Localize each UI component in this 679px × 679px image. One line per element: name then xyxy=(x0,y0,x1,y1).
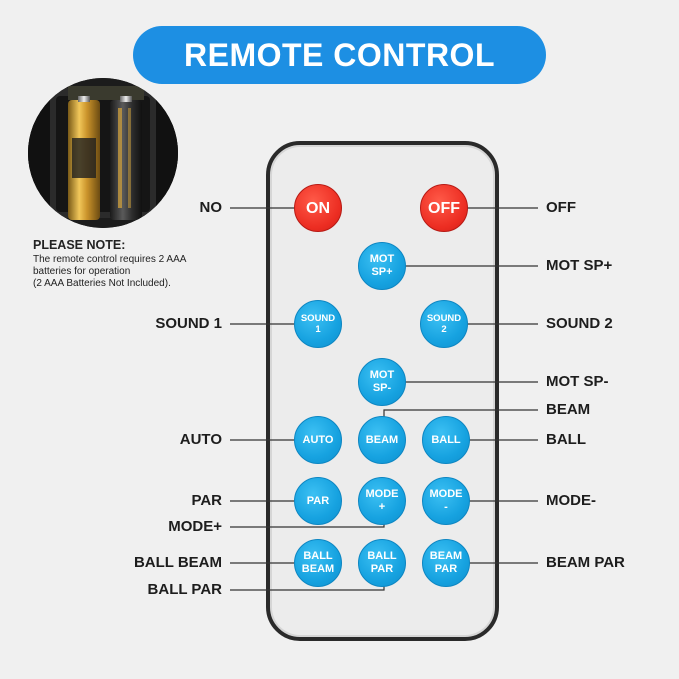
mode-plus-button[interactable]: MODE + xyxy=(358,477,406,525)
label-mot-sp-plus: MOT SP+ xyxy=(546,257,613,274)
beam-par-button[interactable]: BEAM PAR xyxy=(422,539,470,587)
label-mode-plus: MODE+ xyxy=(168,518,222,535)
off-button[interactable]: OFF xyxy=(420,184,468,232)
sound-1-button[interactable]: SOUND 1 xyxy=(294,300,342,348)
label-auto: AUTO xyxy=(179,431,222,448)
on-button[interactable]: ON xyxy=(294,184,342,232)
label-par: PAR xyxy=(191,492,222,509)
sound-2-button[interactable]: SOUND 2 xyxy=(420,300,468,348)
battery-icon xyxy=(28,78,178,228)
please-note: PLEASE NOTE: The remote control requires… xyxy=(33,238,233,290)
label-no: NO xyxy=(199,199,223,216)
auto-button[interactable]: AUTO xyxy=(294,416,342,464)
beam-button[interactable]: BEAM xyxy=(358,416,406,464)
label-beam: BEAM xyxy=(546,401,591,418)
mode-minus-button[interactable]: MODE - xyxy=(422,477,470,525)
label-sound-2: SOUND 2 xyxy=(546,315,613,332)
ball-button[interactable]: BALL xyxy=(422,416,470,464)
battery-compartment-photo xyxy=(28,78,178,228)
mot-sp-plus-button[interactable]: MOT SP+ xyxy=(358,242,406,290)
label-off: OFF xyxy=(546,199,576,216)
note-title: PLEASE NOTE: xyxy=(33,238,126,252)
ball-par-button[interactable]: BALL PAR xyxy=(358,539,406,587)
note-text: The remote control requires 2 AAA batter… xyxy=(33,254,187,289)
label-ball-par: BALL PAR xyxy=(147,581,222,598)
par-button[interactable]: PAR xyxy=(294,477,342,525)
label-mode-minus: MODE- xyxy=(546,492,596,509)
ball-beam-button[interactable]: BALL BEAM xyxy=(294,539,342,587)
label-ball: BALL xyxy=(546,431,586,448)
label-mot-sp-minus: MOT SP- xyxy=(546,373,609,390)
mot-sp-minus-button[interactable]: MOT SP- xyxy=(358,358,406,406)
label-sound-1: SOUND 1 xyxy=(155,315,222,332)
title-text: REMOTE CONTROL xyxy=(184,36,495,73)
title-banner: REMOTE CONTROL xyxy=(133,26,546,84)
label-ball-beam: BALL BEAM xyxy=(133,554,222,571)
label-beam-par: BEAM PAR xyxy=(546,554,625,571)
